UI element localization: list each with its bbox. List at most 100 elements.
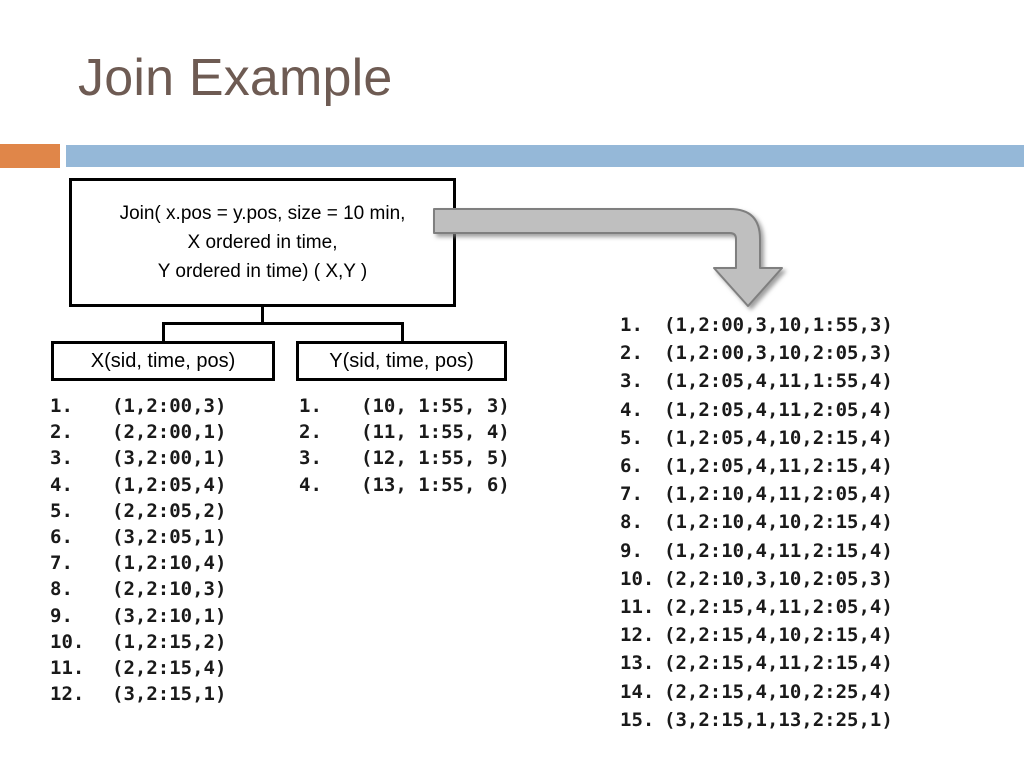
list-item: 5. (2,2:05,2) xyxy=(50,498,226,524)
stream-y-tuple-list: 1.(10, 1:55, 3) 2. (11, 1:55, 4) 3. (12, 1… xyxy=(299,393,510,498)
list-item: 7. (1,2:10,4) xyxy=(50,550,226,576)
list-item-index: 14. xyxy=(620,680,655,703)
list-item: 2. (1,2:00,3,10,2:05,3) xyxy=(620,339,893,367)
list-item: 1.(10, 1:55, 3) xyxy=(299,393,510,419)
page-title: Join Example xyxy=(78,49,393,107)
list-item: 6. (3,2:05,1) xyxy=(50,524,226,550)
list-item-tuple: (3,2:05,1) xyxy=(112,526,227,549)
list-item-tuple: (1,2:15,2) xyxy=(112,630,227,653)
list-item-tuple: (2,2:15,4,10,2:25,4) xyxy=(664,680,893,703)
join-operator-box: Join( x.pos = y.pos, size = 10 min, X or… xyxy=(69,178,456,307)
list-item-tuple: (2,2:05,2) xyxy=(112,499,227,522)
list-item: 11.(2,2:15,4,11,2:05,4) xyxy=(620,593,893,621)
list-item-index: 1. xyxy=(299,395,322,417)
join-box-line-3: Y ordered in time) ( X,Y ) xyxy=(157,261,368,282)
list-item: 4. (1,2:05,4,11,2:05,4) xyxy=(620,396,893,424)
list-item-index: 5. xyxy=(620,426,643,449)
list-item-tuple: (3,2:15,1) xyxy=(112,683,227,706)
list-item: 1. (1,2:00,3,10,1:55,3) xyxy=(620,311,893,339)
list-item: 11.(2,2:15,4) xyxy=(50,655,226,681)
list-item: 10. (1,2:15,2) xyxy=(50,629,226,655)
list-item-index: 9. xyxy=(620,539,643,562)
list-item-index: 1. xyxy=(50,395,73,417)
list-item-index: 4. xyxy=(50,473,73,496)
list-item: 3. (12, 1:55, 5) xyxy=(299,445,510,471)
list-item: 4. (1,2:05,4) xyxy=(50,472,226,498)
list-item-index: 2. xyxy=(620,342,643,365)
list-item-index: 3. xyxy=(620,370,643,393)
list-item-tuple: (13, 1:55, 6) xyxy=(361,473,510,496)
list-item-index: 8. xyxy=(620,511,643,534)
list-item: 9. (3,2:10,1) xyxy=(50,603,226,629)
list-item: 14. (2,2:15,4,10,2:25,4) xyxy=(620,678,893,706)
list-item-index: 5. xyxy=(50,499,73,522)
list-item-index: 4. xyxy=(620,398,643,421)
list-item-tuple: (1,2:05,4,11,1:55,4) xyxy=(664,370,893,393)
list-item-index: 10. xyxy=(620,567,655,590)
list-item-index: 6. xyxy=(620,455,643,478)
list-item-index: 12. xyxy=(620,624,655,647)
list-item-index: 3. xyxy=(299,447,322,470)
connector-drop-right xyxy=(401,322,404,343)
list-item-tuple: (2,2:10,3,10,2:05,3) xyxy=(664,567,893,590)
accent-bar-orange xyxy=(0,144,60,168)
list-item-index: 12. xyxy=(50,683,85,706)
list-item-tuple: (1,2:10,4) xyxy=(112,552,227,575)
list-item: 2. (11, 1:55, 4) xyxy=(299,419,510,445)
list-item: 7. (1,2:10,4,11,2:05,4) xyxy=(620,480,893,508)
stream-x-box: X(sid, time, pos) xyxy=(51,341,275,381)
list-item: 5.(1,2:05,4,10,2:15,4) xyxy=(620,424,893,452)
list-item: 4.(13, 1:55, 6) xyxy=(299,472,510,498)
list-item-index: 8. xyxy=(50,578,73,601)
list-item-tuple: (11, 1:55, 4) xyxy=(361,421,510,444)
list-item: 12. (3,2:15,1) xyxy=(50,681,226,707)
list-item: 9. (1,2:10,4,11,2:15,4) xyxy=(620,537,893,565)
list-item-tuple: (3,2:10,1) xyxy=(112,604,227,627)
list-item: 8. (2,2:10,3) xyxy=(50,576,226,602)
list-item-tuple: (3,2:15,1,13,2:25,1) xyxy=(664,708,893,731)
join-result-tuple-list: 1. (1,2:00,3,10,1:55,3) 2. (1,2:00,3,10,2:… xyxy=(620,311,893,734)
list-item-tuple: (1,2:00,3,10,2:05,3) xyxy=(664,342,893,365)
list-item-tuple: (2,2:10,3) xyxy=(112,578,227,601)
list-item-tuple: (2,2:15,4,11,2:15,4) xyxy=(664,652,893,675)
list-item: 2. (2,2:00,1) xyxy=(50,419,226,445)
list-item-tuple: (1,2:10,4,11,2:05,4) xyxy=(664,483,893,506)
list-item-index: 13. xyxy=(620,652,655,675)
list-item-index: 2. xyxy=(299,421,322,444)
list-item: 3.(3,2:00,1) xyxy=(50,445,226,471)
connector-rail xyxy=(162,322,404,325)
list-item-tuple: (12, 1:55, 5) xyxy=(361,447,510,470)
list-item-tuple: (2,2:15,4,10,2:15,4) xyxy=(664,624,893,647)
list-item: 8. (1,2:10,4,10,2:15,4) xyxy=(620,508,893,536)
connector-stem xyxy=(261,307,264,325)
list-item-index: 10. xyxy=(50,630,85,653)
list-item-index: 7. xyxy=(50,552,73,575)
list-item-tuple: (3,2:00,1) xyxy=(112,447,227,470)
list-item-tuple: (1,2:00,3) xyxy=(112,395,227,417)
list-item-tuple: (1,2:10,4,11,2:15,4) xyxy=(664,539,893,562)
accent-bar-blue xyxy=(66,145,1024,167)
connector-drop-left xyxy=(162,322,165,343)
flow-arrow-icon xyxy=(433,208,783,307)
stream-x-tuple-list: 1. (1,2:00,3) 2. (2,2:00,1) 3.(3,2:00,1) 4… xyxy=(50,393,226,707)
list-item-index: 7. xyxy=(620,483,643,506)
list-item-tuple: (1,2:05,4) xyxy=(112,473,227,496)
list-item-index: 6. xyxy=(50,526,73,549)
list-item-tuple: (1,2:10,4,10,2:15,4) xyxy=(664,511,893,534)
list-item-index: 1. xyxy=(620,314,643,336)
list-item-index: 2. xyxy=(50,421,73,444)
list-item: 1. (1,2:00,3) xyxy=(50,393,226,419)
list-item-index: 9. xyxy=(50,604,73,627)
list-item-tuple: (2,2:00,1) xyxy=(112,421,227,444)
list-item-tuple: (1,2:05,4,11,2:05,4) xyxy=(664,398,893,421)
list-item: 6. (1,2:05,4,11,2:15,4) xyxy=(620,452,893,480)
list-item: 3. (1,2:05,4,11,1:55,4) xyxy=(620,367,893,395)
list-item-tuple: (1,2:00,3,10,1:55,3) xyxy=(664,314,893,336)
list-item-index: 15. xyxy=(620,708,655,731)
list-item: 10. (2,2:10,3,10,2:05,3) xyxy=(620,565,893,593)
list-item: 15. (3,2:15,1,13,2:25,1) xyxy=(620,706,893,734)
list-item-tuple: (1,2:05,4,11,2:15,4) xyxy=(664,455,893,478)
list-item: 13. (2,2:15,4,11,2:15,4) xyxy=(620,649,893,677)
list-item-index: 11. xyxy=(50,657,85,680)
stream-x-label: X(sid, time, pos) xyxy=(90,349,236,372)
